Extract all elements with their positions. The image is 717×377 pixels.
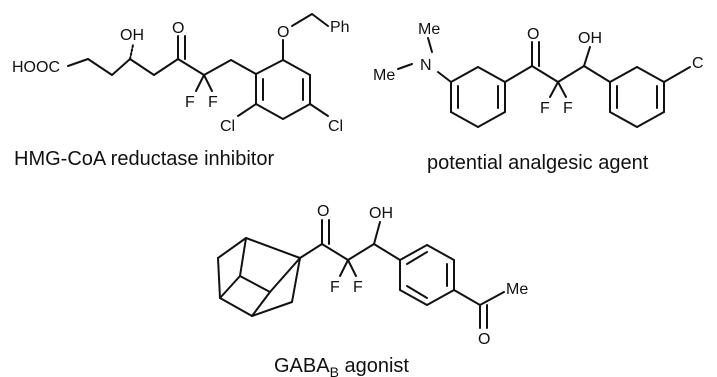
caption-gaba-tail: agonist [339, 355, 409, 377]
caption-gaba-subscript: B [330, 364, 339, 377]
ketone-oxygen-label: O [172, 20, 184, 37]
ketone-oxygen-label: O [317, 203, 329, 220]
hydroxyl-label: OH [369, 205, 393, 222]
methyl-label: Me [373, 67, 395, 84]
molecule-hmg-coa-inhibitor: HOOC OH O F F O Ph Cl Cl HMG-CoA reducta… [12, 13, 350, 170]
chlorine-label: Cl [328, 118, 343, 135]
fluorine-label: F [330, 279, 340, 296]
molecule-2-bonds [397, 37, 691, 128]
ketone-oxygen-label: O [527, 26, 539, 43]
caption-gaba-b: GABAB agonist [274, 355, 409, 377]
molecule-1-bonds [67, 13, 329, 120]
nitrogen-label: N [420, 57, 432, 74]
fluorine-label: F [563, 100, 573, 117]
caption-gaba-main: GABA [274, 355, 330, 377]
molecule-gaba-b-agonist: O OH F F O Me GABAB agonist [217, 203, 528, 377]
ether-oxygen-label: O [277, 24, 289, 41]
molecule-3-bonds [217, 219, 505, 329]
fluorine-label: F [540, 100, 550, 117]
hooc-label: HOOC [12, 59, 60, 76]
methyl-label: Me [506, 281, 528, 298]
truncated-substituent-label: C [692, 55, 704, 72]
hydroxyl-label: OH [120, 27, 144, 44]
fluorine-label: F [185, 94, 195, 111]
chlorine-label: Cl [220, 118, 235, 135]
caption-hmg-coa: HMG-CoA reductase inhibitor [14, 148, 274, 170]
acetyl-oxygen-label: O [478, 331, 490, 348]
molecule-analgesic-agent: Me N Me O OH F F C potential analgesic a… [373, 21, 704, 174]
hydroxyl-label: OH [578, 30, 602, 47]
fluorine-label: F [353, 279, 363, 296]
methyl-label: Me [418, 21, 440, 38]
fluorine-label: F [208, 94, 218, 111]
caption-analgesic: potential analgesic agent [427, 152, 649, 174]
phenyl-label: Ph [330, 19, 350, 36]
